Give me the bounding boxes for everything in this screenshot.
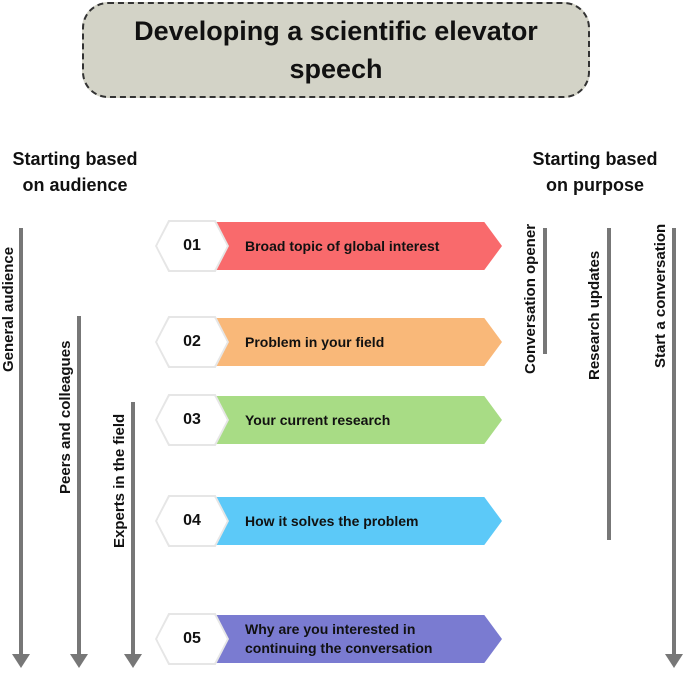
step-03: 03 Your current research bbox=[155, 394, 502, 446]
step-text: How it solves the problem bbox=[245, 512, 419, 529]
audience-label-general: General audience bbox=[0, 246, 17, 372]
step-bar bbox=[207, 615, 502, 663]
step-number-badge: 03 bbox=[157, 396, 227, 444]
step-bar bbox=[207, 396, 502, 444]
purpose-line-opener bbox=[543, 228, 547, 354]
purpose-label-opener: Conversation opener bbox=[522, 223, 539, 374]
audience-heading: Starting based on audience bbox=[12, 149, 138, 195]
title-box: Developing a scientific elevator speech bbox=[82, 2, 590, 98]
step-01: 01 Broad topic of global interest bbox=[155, 220, 502, 272]
step-text: Why are you interested in continuing the… bbox=[245, 621, 433, 656]
step-number-badge: 02 bbox=[157, 318, 227, 366]
audience-arrow-experts bbox=[124, 402, 142, 668]
step-text: Your current research bbox=[245, 411, 391, 428]
purpose-label-updates: Research updates bbox=[586, 250, 603, 380]
audience-arrow-peers bbox=[70, 316, 88, 668]
diagram-title: Developing a scientific elevator speech bbox=[134, 16, 538, 84]
audience-label-experts: Experts in the field bbox=[111, 413, 128, 548]
purpose-label-conversation: Start a conversation bbox=[652, 223, 669, 368]
step-bar bbox=[207, 222, 502, 270]
step-05: 05 Why are you interested in continuing … bbox=[155, 613, 502, 665]
purpose-heading: Starting based on purpose bbox=[532, 149, 658, 195]
step-02: 02 Problem in your field bbox=[155, 316, 502, 368]
audience-arrow-general bbox=[12, 228, 30, 668]
step-number-badge: 05 bbox=[157, 615, 227, 663]
purpose-arrow-conversation bbox=[665, 228, 683, 668]
step-number-badge: 01 bbox=[157, 222, 227, 270]
audience-label-peers: Peers and colleagues bbox=[57, 340, 74, 494]
step-text: Broad topic of global interest bbox=[245, 237, 440, 254]
step-text: Problem in your field bbox=[245, 333, 385, 350]
step-bar bbox=[207, 318, 502, 366]
step-bar bbox=[207, 497, 502, 545]
step-number-badge: 04 bbox=[157, 497, 227, 545]
step-04: 04 How it solves the problem bbox=[155, 495, 502, 547]
purpose-line-updates bbox=[607, 228, 611, 540]
